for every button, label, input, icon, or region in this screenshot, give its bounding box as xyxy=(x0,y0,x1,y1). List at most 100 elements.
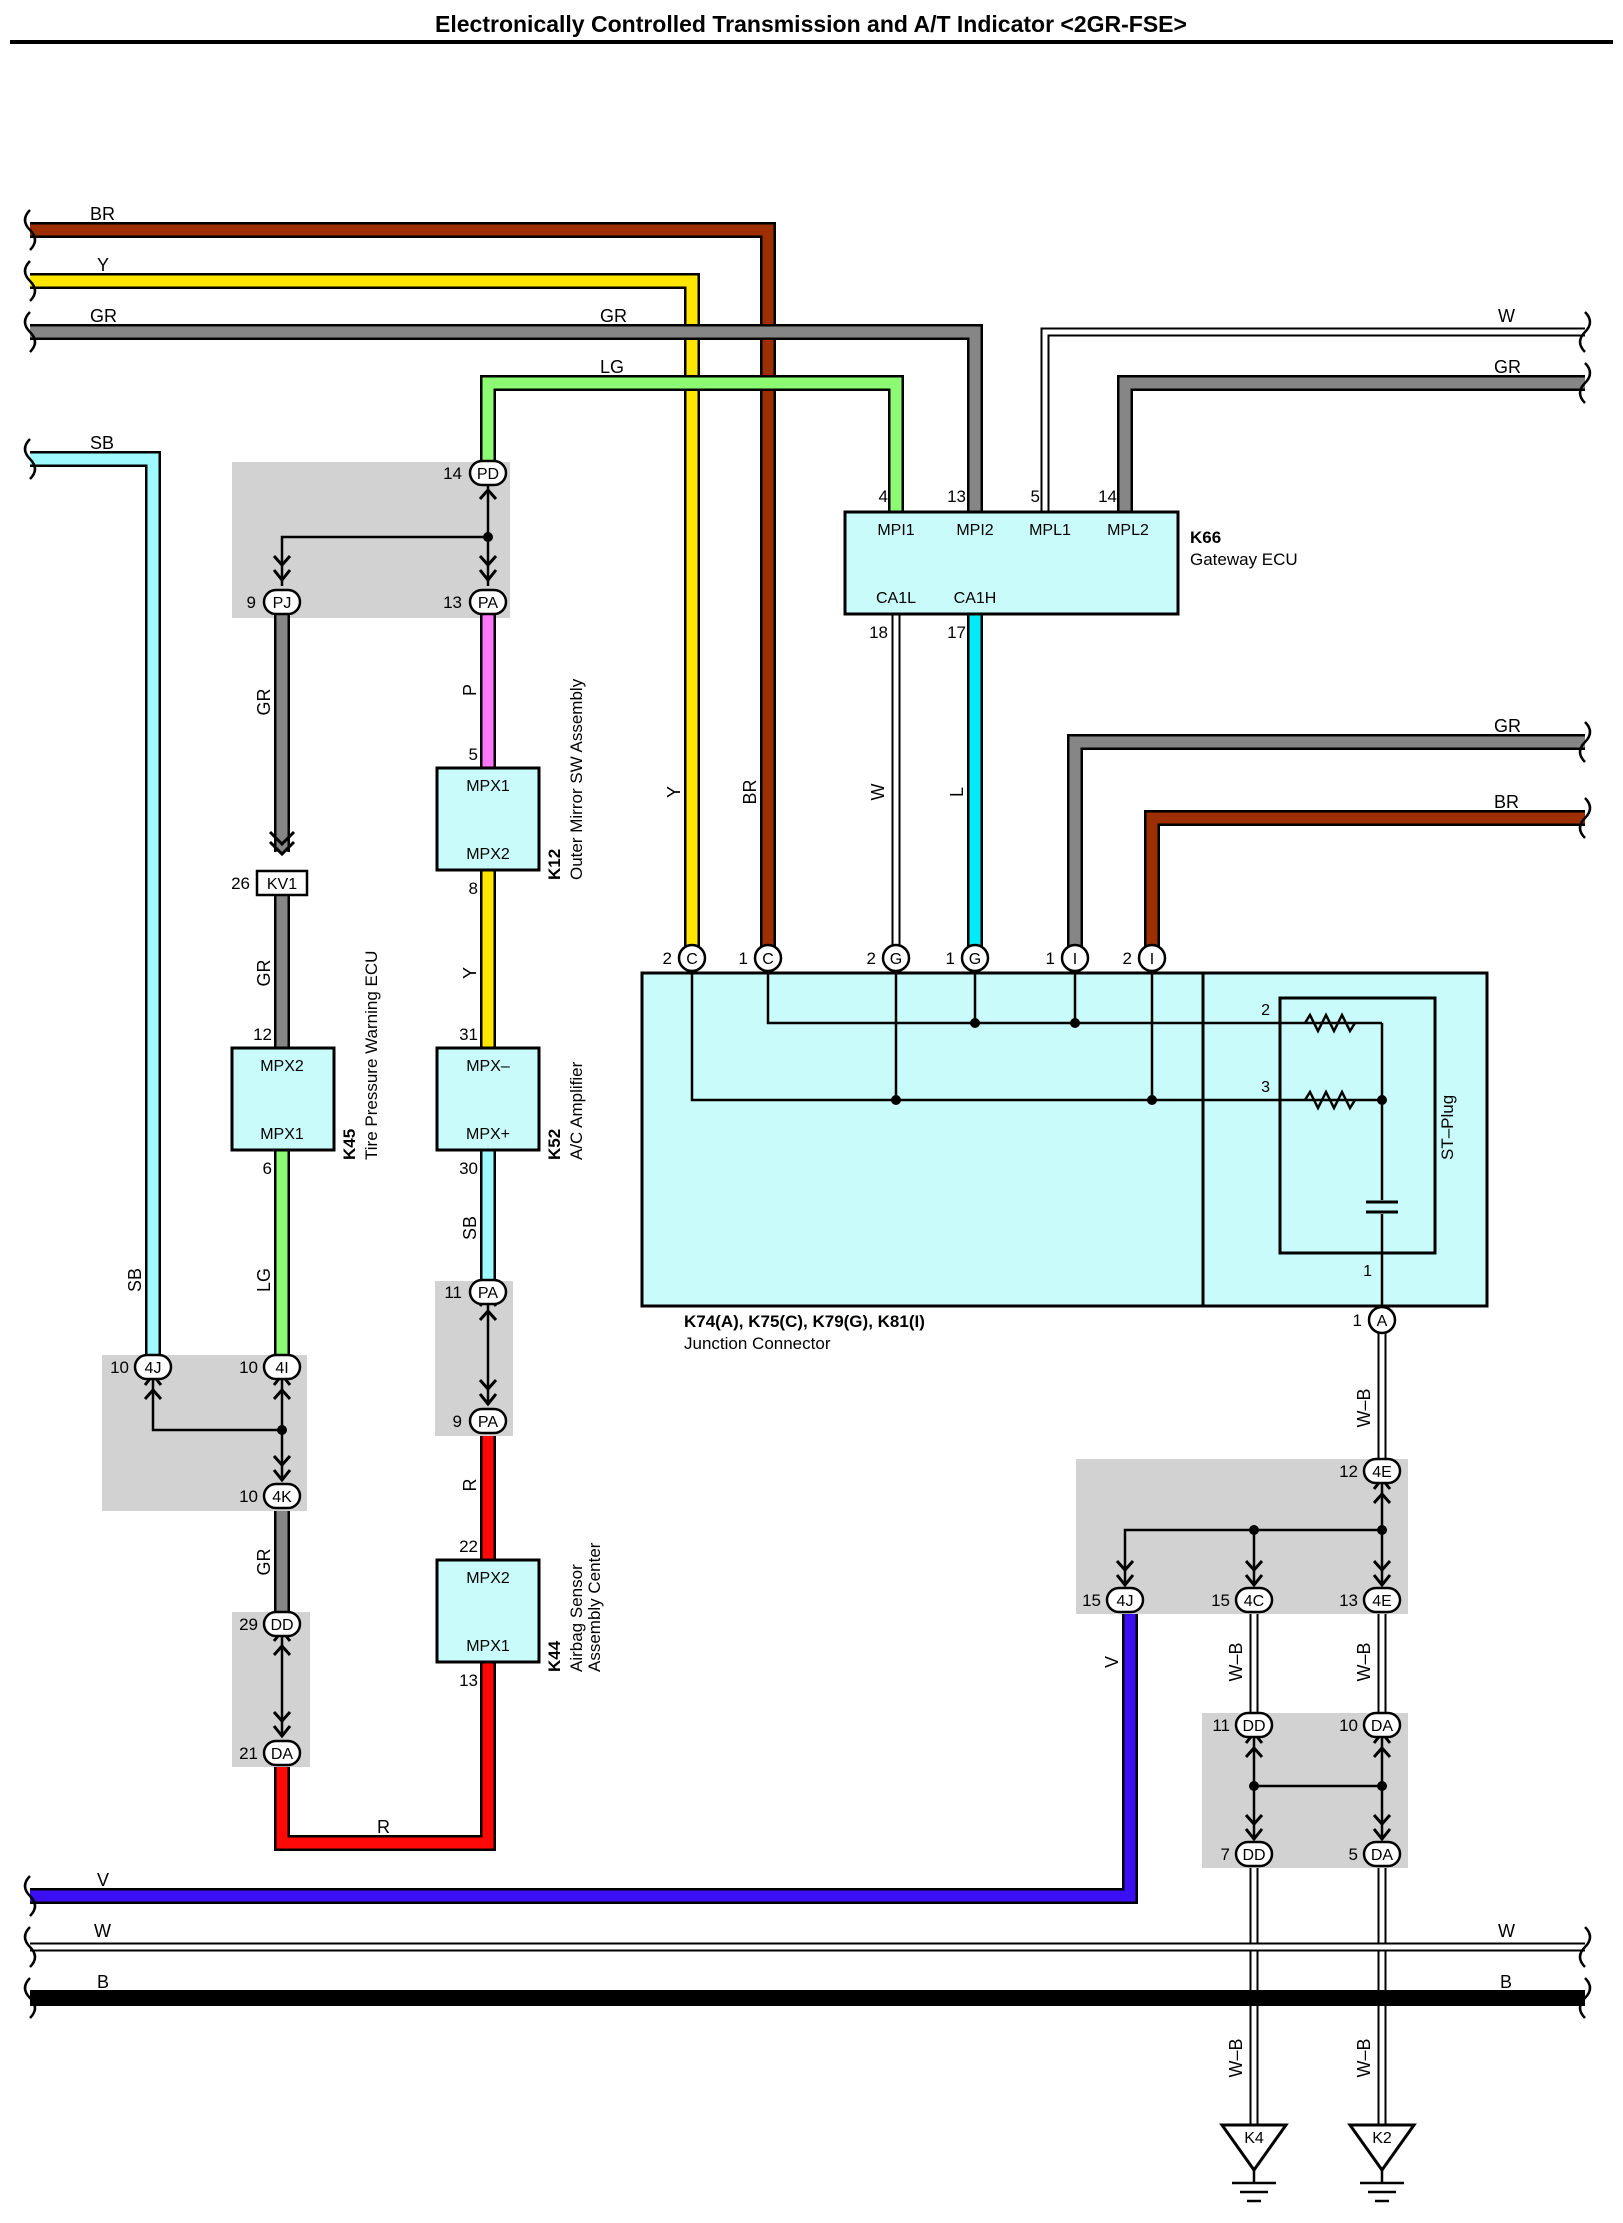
label-sb-top: SB xyxy=(90,433,114,453)
wire-br-right2 xyxy=(1144,810,1585,958)
splice-dot-pd xyxy=(483,532,493,542)
pin-jc-g2: 2 xyxy=(867,949,876,968)
break-y xyxy=(23,260,37,302)
arrow-da5 xyxy=(1372,1814,1392,1842)
jc-splice-g1 xyxy=(970,1018,980,1028)
connector-da10-label: DA xyxy=(1371,1718,1394,1735)
wire-lg-top xyxy=(480,375,904,512)
label-y-vert: Y xyxy=(664,786,684,798)
label-v-bottom: V xyxy=(97,1870,109,1890)
connector-4e13-label: 4E xyxy=(1372,1593,1392,1610)
label-gr-pj: GR xyxy=(254,688,274,715)
label-y-top: Y xyxy=(97,255,109,275)
label-y-k52: Y xyxy=(460,967,480,979)
label-wb-k4: W–B xyxy=(1226,2038,1246,2077)
connector-jc-c2-label: C xyxy=(686,951,698,968)
wire-br-right2-core xyxy=(1146,812,1585,958)
label-lg-vert: LG xyxy=(254,1268,274,1292)
wire-sb-top-core xyxy=(30,453,159,1355)
label-w-vert: W xyxy=(868,784,888,801)
ground-k2-triangle xyxy=(1347,2123,1417,2173)
arrow-da21 xyxy=(272,1711,292,1739)
pin-k66-4: 4 xyxy=(879,487,888,506)
pin-dd11: 11 xyxy=(1212,1716,1230,1735)
connector-dd7-label: DD xyxy=(1242,1847,1265,1864)
pin-k12-5: 5 xyxy=(469,745,478,764)
st-plug-inner-box xyxy=(1278,996,1437,1255)
k44-name-line1: Airbag Sensor xyxy=(567,1564,586,1672)
pin-k52-31: 31 xyxy=(459,1025,478,1044)
connector-pa9-label: PA xyxy=(478,1414,498,1431)
k12-name: Outer Mirror SW Assembly xyxy=(567,678,586,880)
jc-splice-g2 xyxy=(891,1095,901,1105)
wire-v-bottom xyxy=(30,1614,1138,1904)
k52-id: K52 xyxy=(545,1129,564,1160)
pin-k52-30: 30 xyxy=(459,1159,478,1178)
pin-k44-22: 22 xyxy=(459,1537,478,1556)
label-p-k12: P xyxy=(460,684,480,696)
pin-pa-top: 13 xyxy=(443,593,462,612)
arrow-pa9 xyxy=(478,1379,498,1407)
wire-r-bottom-core xyxy=(276,1662,494,1849)
connector-jc-a: A xyxy=(1367,1305,1397,1335)
break-b-bottom-right xyxy=(1578,1977,1592,2019)
junction-internal-lines xyxy=(690,973,1382,1102)
connector-jc-i2: I xyxy=(1137,943,1167,973)
k66-gateway-ecu-box xyxy=(843,510,1180,616)
pin-da5: 5 xyxy=(1349,1845,1358,1864)
connector-dd11-label: DD xyxy=(1242,1718,1265,1735)
connector-4j-label: 4J xyxy=(145,1360,162,1377)
connector-jc-c1: C xyxy=(753,943,783,973)
pin-4e12: 12 xyxy=(1339,1462,1358,1481)
splice-dot-4i xyxy=(277,1425,287,1435)
k12-pin-mpx1: MPX1 xyxy=(466,778,510,795)
label-lg-top: LG xyxy=(600,357,624,377)
wire-gr-right xyxy=(1117,375,1585,512)
pin-jc-i2: 2 xyxy=(1123,949,1132,968)
arrow-4k xyxy=(272,1455,292,1483)
arrow-4c15 xyxy=(1244,1560,1264,1588)
pin-jc-c2: 2 xyxy=(663,949,672,968)
k45-name: Tire Pressure Warning ECU xyxy=(362,951,381,1160)
label-wb-4e: W–B xyxy=(1354,1642,1374,1681)
label-gr-right: GR xyxy=(1494,357,1521,377)
k52-pin-mpx-minus: MPX– xyxy=(466,1058,510,1075)
break-v xyxy=(23,1875,37,1917)
break-sb xyxy=(23,438,37,480)
connector-da21-label: DA xyxy=(271,1746,294,1763)
connector-4c15-label: 4C xyxy=(1244,1593,1264,1610)
label-b-bottom: B xyxy=(97,1972,109,1992)
break-gr-right xyxy=(1578,362,1592,404)
connector-4e12: 4E xyxy=(1362,1457,1402,1485)
splice-dot-dd xyxy=(1249,1781,1259,1791)
connector-jc-c2: C xyxy=(677,943,707,973)
connector-4j15: 4J xyxy=(1105,1586,1145,1614)
connector-jc-g2: G xyxy=(881,943,911,973)
k66-id: K66 xyxy=(1190,528,1221,547)
k66-pin-ca1h: CA1H xyxy=(954,590,997,607)
jc-splice-i2 xyxy=(1147,1095,1157,1105)
connector-pd: PD xyxy=(468,459,508,487)
pin-k45-6: 6 xyxy=(263,1159,272,1178)
k66-name: Gateway ECU xyxy=(1190,550,1298,569)
break-gr xyxy=(23,311,37,353)
connector-da5-label: DA xyxy=(1371,1847,1394,1864)
splice-dot-4c xyxy=(1249,1525,1259,1535)
connector-kv1: KV1 xyxy=(255,869,309,897)
junction-connector-id: K74(A), K75(C), K79(G), K81(I) xyxy=(684,1312,925,1331)
label-gr-kv1: GR xyxy=(254,959,274,986)
pin-dd7: 7 xyxy=(1221,1845,1230,1864)
st-plug-splice xyxy=(1377,1095,1387,1105)
arrow-dd7 xyxy=(1244,1814,1264,1842)
label-sb-k52: SB xyxy=(460,1216,480,1240)
pin-pa9: 9 xyxy=(453,1412,462,1431)
connector-pj-label: PJ xyxy=(273,595,292,612)
pin-pa11: 11 xyxy=(444,1283,462,1302)
arrow-pa-top xyxy=(478,555,498,583)
pin-4i: 10 xyxy=(239,1358,258,1377)
label-w-right: W xyxy=(1498,306,1515,326)
k12-outer-mirror-box xyxy=(435,766,541,872)
label-r-k44: R xyxy=(460,1479,480,1492)
connector-4i-label: 4I xyxy=(275,1360,288,1377)
